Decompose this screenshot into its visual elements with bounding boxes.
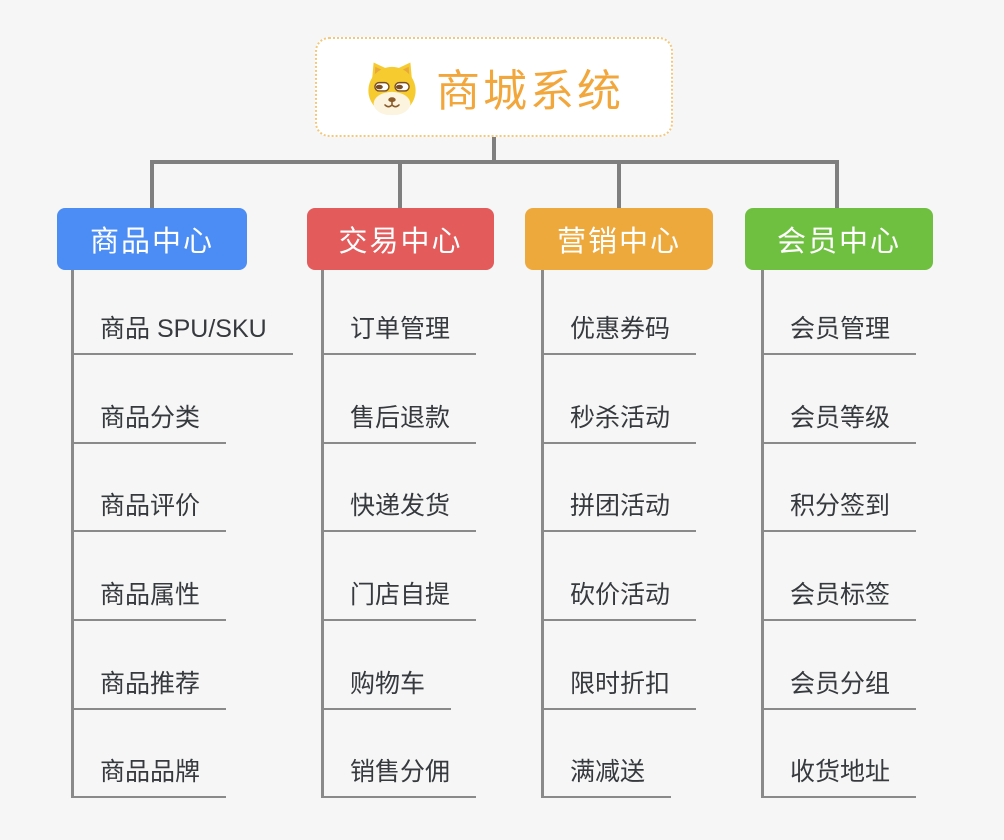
leaf-trunk-1 [71,270,74,798]
leaf-item[interactable]: 收货地址 [761,757,917,798]
leaf-item[interactable]: 商品推荐 [71,669,227,710]
connector-drop-3 [617,160,621,208]
leaf-item[interactable]: 会员等级 [761,403,917,444]
connector-drop-4 [835,160,839,208]
leaf-item[interactable]: 售后退款 [321,403,477,444]
connector-root-vertical [492,136,496,162]
leaf-item[interactable]: 砍价活动 [541,580,697,621]
branch-label: 营销中心 [556,226,681,258]
connector-drop-2 [398,160,402,208]
branch-label: 会员中心 [776,226,901,258]
leaf-item[interactable]: 拼团活动 [541,491,697,532]
leaf-item[interactable]: 商品 SPU/SKU [71,314,293,355]
branch-node-product-center[interactable]: 商品中心 [57,208,247,270]
dog-face-icon [368,62,416,115]
leaf-item[interactable]: 优惠券码 [541,314,697,355]
branch-label: 交易中心 [338,226,463,258]
leaf-item[interactable]: 商品品牌 [71,757,227,798]
root-title: 商城系统 [436,67,624,116]
connector-drop-1 [150,160,154,208]
branch-node-trade-center[interactable]: 交易中心 [307,208,494,270]
branch-node-marketing-center[interactable]: 营销中心 [525,208,713,270]
leaf-trunk-3 [541,270,544,798]
leaf-item[interactable]: 门店自提 [321,580,477,621]
leaf-item[interactable]: 商品属性 [71,580,227,621]
leaf-item[interactable]: 限时折扣 [541,669,697,710]
leaf-item[interactable]: 销售分佣 [321,757,477,798]
leaf-item[interactable]: 商品分类 [71,403,227,444]
leaf-item[interactable]: 会员标签 [761,580,917,621]
leaf-item[interactable]: 购物车 [321,669,452,710]
connector-bus-horizontal [150,160,839,164]
branch-node-member-center[interactable]: 会员中心 [745,208,933,270]
leaf-item[interactable]: 商品评价 [71,491,227,532]
leaf-item[interactable]: 快递发货 [321,491,477,532]
leaf-item[interactable]: 积分签到 [761,491,917,532]
leaf-trunk-4 [761,270,764,798]
leaf-item[interactable]: 满减送 [541,757,672,798]
branch-label: 商品中心 [89,226,214,258]
leaf-item[interactable]: 会员分组 [761,669,917,710]
leaf-item[interactable]: 会员管理 [761,314,917,355]
leaf-item[interactable]: 订单管理 [321,314,477,355]
leaf-item[interactable]: 秒杀活动 [541,403,697,444]
leaf-trunk-2 [321,270,324,798]
root-node[interactable]: 商城系统 [315,37,673,137]
